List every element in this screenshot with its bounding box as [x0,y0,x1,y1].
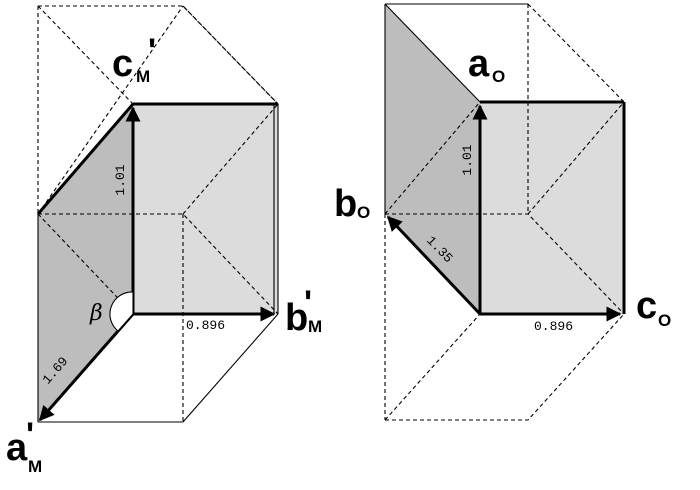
svg-text:': ' [148,32,156,70]
orthorhombic-c-length: 0.896 [534,319,573,334]
svg-text:O: O [658,311,671,330]
orthorhombic-back-face [480,102,624,314]
orthorhombic-solid-edges [384,3,528,214]
beta-angle-arc [109,291,134,332]
orthorhombic-b-axis-arrow [386,215,482,316]
orthorhombic-a-length: 1.01 [460,144,475,175]
svg-text:c: c [636,285,657,327]
monoclinic-side-face [38,104,133,422]
monoclinic-thick-edges [36,102,278,215]
orthorhombic-b-axis-label: b O [334,183,370,225]
orthorhombic-c-axis-label: c O [636,285,671,330]
orthorhombic-thick-edges [480,100,626,314]
monoclinic-c-axis-label: c M ' [112,32,156,86]
monoclinic-cell: β 1.01 0.896 1.69 c M ' b M ' a M ' [6,5,322,476]
monoclinic-back-face [133,104,278,314]
monoclinic-b-length: 0.896 [186,318,225,333]
orthorhombic-cell: 1.01 0.896 1.35 a O b O c O [334,3,671,421]
svg-text:a: a [468,43,490,85]
monoclinic-a-axis-arrow [38,313,135,422]
svg-text:a: a [6,427,28,469]
svg-text:O: O [357,203,370,222]
orthorhombic-dashed-edges [384,3,625,421]
svg-text:O: O [492,67,505,86]
svg-text:b: b [334,183,357,225]
monoclinic-a-axis-label: a M ' [6,416,42,476]
svg-text:M: M [308,317,322,336]
svg-text:M: M [136,67,150,86]
svg-text:': ' [304,284,312,322]
monoclinic-solid-edges [37,104,279,423]
svg-text:b: b [285,297,308,339]
svg-text:M: M [28,457,42,476]
monoclinic-b-axis-label: b M ' [285,284,322,339]
svg-text:c: c [112,43,133,85]
beta-angle-label: β [89,301,103,326]
monoclinic-dashed-edges [37,5,279,422]
svg-text:': ' [26,416,34,454]
orthorhombic-side-face [385,4,480,314]
monoclinic-c-length: 1.01 [113,164,128,195]
orthorhombic-a-axis-label: a O [468,43,505,86]
